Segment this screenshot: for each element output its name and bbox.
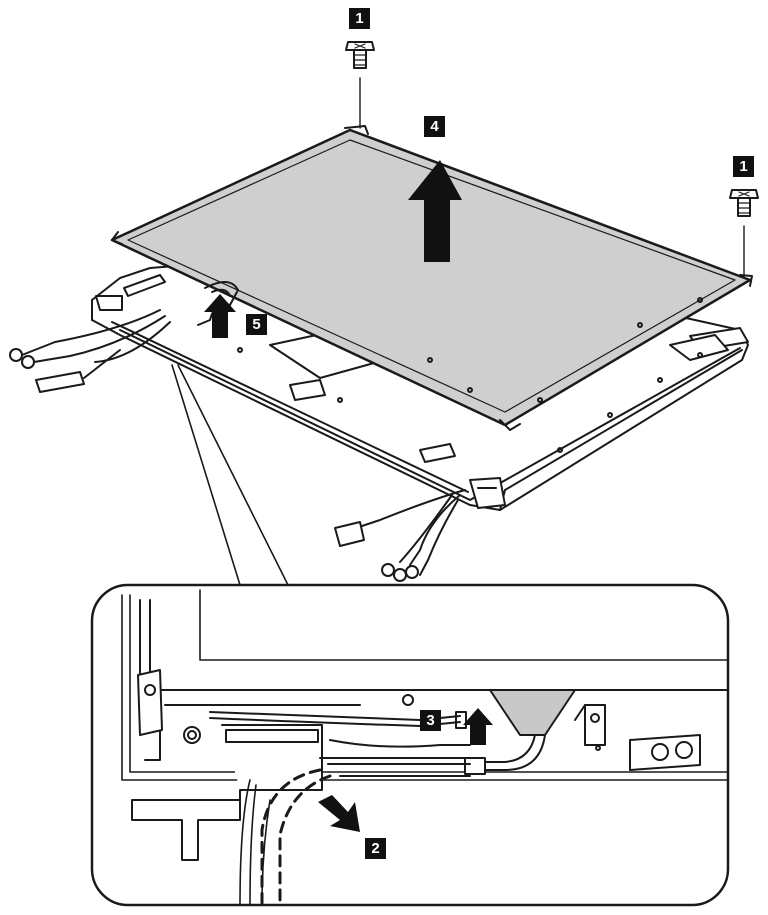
arrow-diagonal-icon (318, 795, 360, 832)
callout-tape: 3 (420, 710, 441, 731)
callout-cable-lift: 5 (246, 314, 267, 335)
callout-screw-right: 1 (733, 156, 754, 177)
callout-panel-lift: 4 (424, 116, 445, 137)
screw-top-icon (345, 41, 375, 129)
antenna-cables-left (9, 309, 171, 393)
screw-right-icon (729, 189, 759, 277)
zoom-lines (171, 364, 289, 586)
arrow-up-zoom-icon (463, 708, 493, 745)
antenna-cables-right (334, 489, 466, 582)
zoom-detail (90, 583, 730, 907)
callout-cable-tab: 2 (365, 838, 386, 859)
arrow-up-large-icon (408, 160, 462, 262)
callout-screw-top: 1 (349, 8, 370, 29)
arrow-up-small-icon (204, 294, 236, 338)
